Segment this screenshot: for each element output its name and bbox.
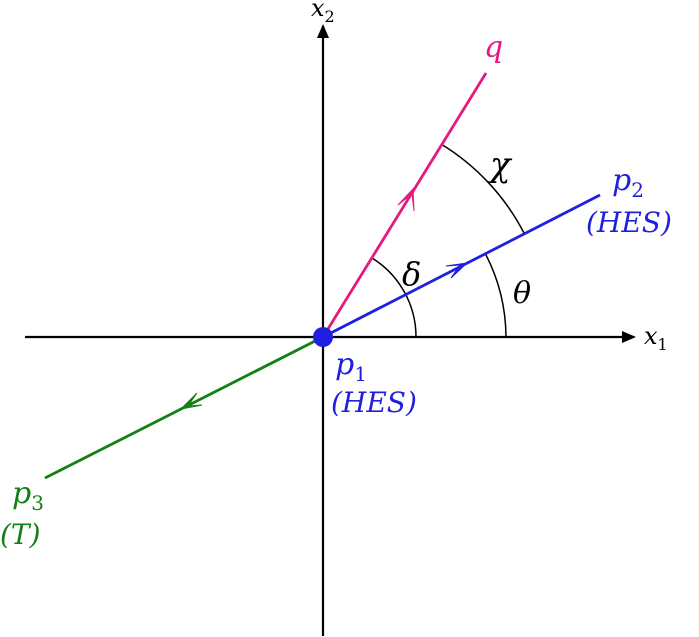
x1-axis-label: x1 [644,322,668,354]
p3-label: p3 [12,476,44,515]
p3-arrowhead [179,392,203,410]
p2-label: p2 [612,163,644,202]
p1-tag: (HES) [331,386,417,419]
x2-axis-label: x2 [311,0,335,26]
chi-label: χ [488,145,513,185]
q-arrowhead [397,187,415,212]
delta-arc [371,257,417,338]
delta-label: δ [402,255,421,293]
theta-arc [484,252,507,338]
p2-tag: (HES) [586,206,672,239]
p3-tag: (T) [0,518,41,551]
p1-point [313,327,333,347]
theta-label: θ [513,276,531,311]
p2-arrowhead [445,262,469,279]
p1-label: p1 [335,347,367,386]
q-vector [321,72,488,338]
chi-arc [440,143,525,234]
q-label: q [484,30,503,65]
